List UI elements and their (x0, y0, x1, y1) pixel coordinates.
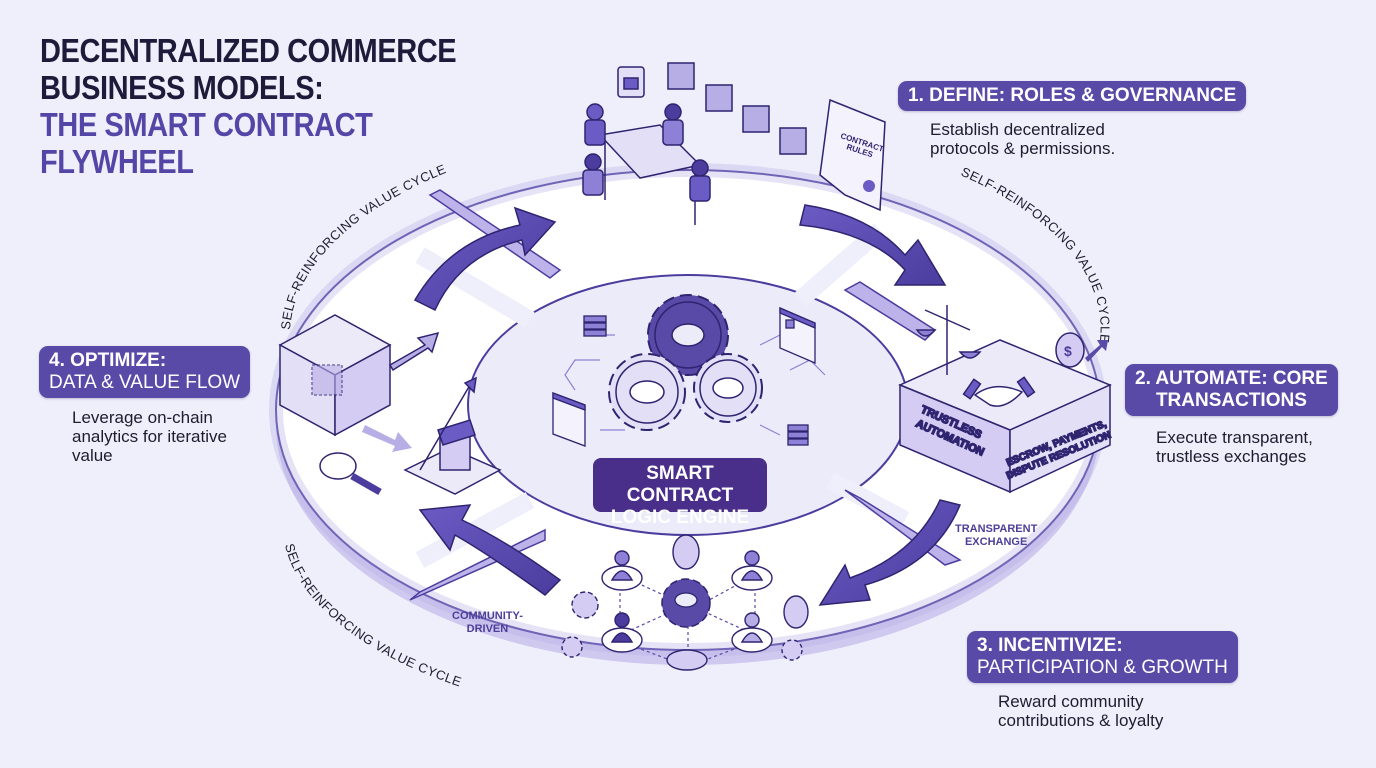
storefront-growth-icon (403, 376, 502, 495)
title-line-3: THE SMART CONTRACT (40, 106, 373, 143)
trustless-automation-box: TRUSTLESS AUTOMATION ESCROW, PAYMENTS, D… (898, 339, 1113, 494)
data-cube-icon (278, 314, 440, 452)
gear-large-icon (647, 294, 729, 376)
stage-4-badge: 4. OPTIMIZE: DATA & VALUE FLOW (39, 346, 251, 398)
stage-1-description: Establish decentralized protocols & perm… (930, 120, 1115, 158)
stage-3-description-line-2: contributions & loyalty (998, 711, 1164, 730)
stage-4-heading: 4. OPTIMIZE: (49, 350, 167, 371)
scales-of-justice-icon (915, 305, 982, 375)
title-line-4: FLYWHEEL (40, 143, 194, 180)
stage-2-heading: 2. AUTOMATE: CORE (1135, 368, 1328, 389)
stage-4-description: Leverage on-chain analytics for iterativ… (72, 408, 227, 465)
stage-2-subheading: TRANSACTIONS (1155, 390, 1307, 411)
governance-meeting-icon (582, 66, 711, 225)
community-driven-label: COMMUNITY- DRIVEN (452, 610, 523, 636)
stage-4-description-line-2: analytics for iterative (72, 427, 227, 446)
stage-2-description-line-2: trustless exchanges (1156, 447, 1307, 466)
flow-arrow-bottom-right (818, 499, 962, 606)
stage-2-description-line-1: Execute transparent, (1156, 428, 1313, 447)
database-icon-left (583, 315, 607, 337)
contract-rules-document-icon: CONTRACT RULES (819, 98, 886, 212)
community-driven-line-2: DRIVEN (466, 623, 509, 635)
flow-arrow-top-right (799, 204, 947, 286)
circuit-lines (564, 334, 826, 436)
handshake-icon (962, 376, 1036, 407)
stage-4-description-line-3: value (72, 446, 113, 465)
gear-left-icon (608, 353, 686, 431)
page-title: DECENTRALIZED COMMERCE BUSINESS MODELS: … (40, 32, 457, 180)
center-label-line-1: SMART CONTRACT (626, 463, 734, 506)
transparent-exchange-line-2: EXCHANGE (964, 536, 1028, 548)
title-line-2: BUSINESS MODELS: (40, 69, 324, 106)
flow-arrow-top-left (413, 206, 557, 312)
document-window-icon-left (552, 392, 586, 447)
stage-1-badge: 1. DEFINE: ROLES & GOVERNANCE (898, 81, 1247, 111)
community-gear-icon (661, 578, 711, 628)
stage-3-subheading: PARTICIPATION & GROWTH (977, 657, 1228, 678)
token-coin-icons (561, 534, 809, 671)
stage-1-heading: 1. DEFINE: ROLES & GOVERNANCE (908, 85, 1237, 106)
stage-3-description: Reward community contributions & loyalty (998, 692, 1163, 730)
flow-arrow-bottom-left (418, 504, 562, 596)
blockchain-icon (667, 62, 807, 155)
stage-2-badge: 2. AUTOMATE: CORE TRANSACTIONS (1125, 364, 1338, 416)
stage-2-description: Execute transparent, trustless exchanges (1156, 428, 1313, 466)
magnifying-glass-icon (319, 452, 382, 496)
stage-1-description-line-1: Establish decentralized (930, 120, 1105, 139)
gear-right-icon (693, 353, 763, 423)
transparent-exchange-label: TRANSPARENT EXCHANGE (955, 523, 1037, 549)
database-icon-right (787, 424, 809, 446)
svg-text:$: $ (1064, 343, 1072, 359)
coin-icon: $ (1055, 332, 1108, 368)
document-window-icon-right (779, 307, 816, 364)
smart-contract-logic-engine-label: SMART CONTRACT LOGIC ENGINE (593, 458, 767, 528)
stage-4-description-line-1: Leverage on-chain (72, 408, 213, 427)
stage-3-description-line-1: Reward community (998, 692, 1144, 711)
stage-1-description-line-2: protocols & permissions. (930, 139, 1116, 158)
center-label-line-2: LOGIC ENGINE (610, 507, 750, 528)
community-user-icons (601, 550, 773, 653)
stage-3-badge: 3. INCENTIVIZE: PARTICIPATION & GROWTH (967, 631, 1238, 683)
title-line-1: DECENTRALIZED COMMERCE (40, 32, 457, 69)
stage-3-heading: 3. INCENTIVIZE: (977, 635, 1123, 656)
stage-4-subheading: DATA & VALUE FLOW (49, 372, 241, 393)
transparent-exchange-line-1: TRANSPARENT (955, 523, 1038, 535)
community-driven-line-1: COMMUNITY- (452, 610, 523, 622)
